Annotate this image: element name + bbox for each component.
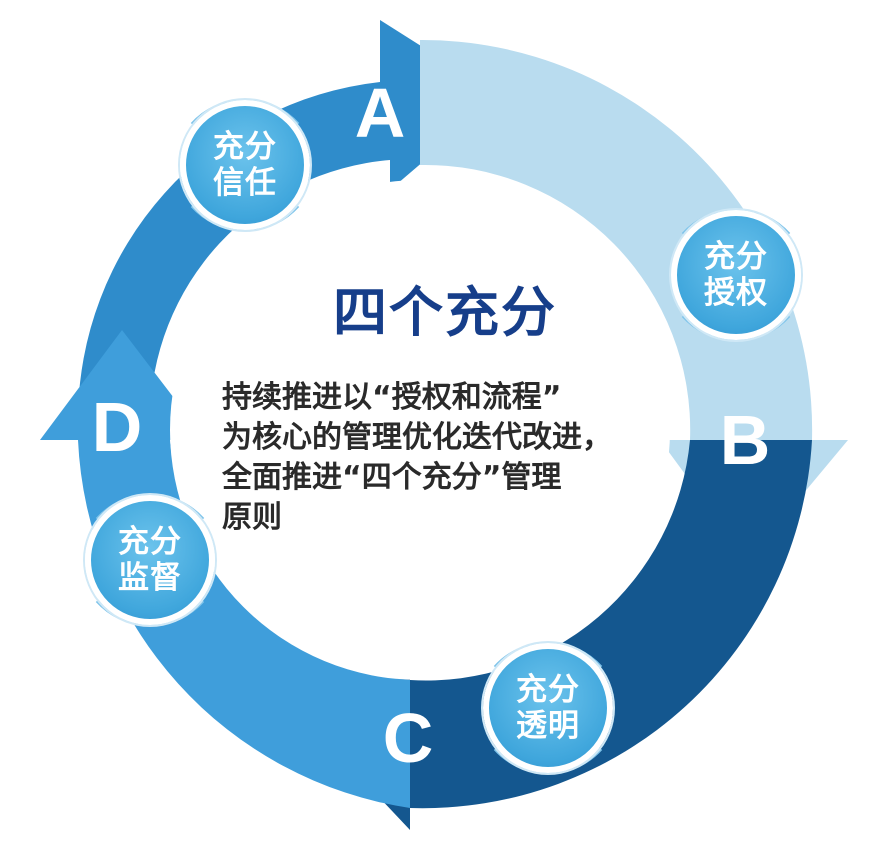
description-line: 原则 [222, 500, 282, 535]
segment-c-arc [308, 440, 812, 830]
badge-line2: 信任 [213, 165, 277, 201]
center-disc [170, 180, 670, 680]
description-line: 持续推进以“授权和流程” [222, 380, 562, 415]
segment-b-arc [420, 39, 848, 560]
badge-full-transparency: 充分 透明 [483, 643, 613, 773]
center-description: 持续推进以“授权和流程” 为核心的管理优化迭代改进， 全面推进“四个充分”管理 … [222, 378, 662, 538]
badge-line2: 授权 [704, 275, 768, 311]
badge-line1: 充分 [704, 239, 768, 275]
stage-letter-a: A [354, 74, 406, 152]
description-line: 全面推进“四个充分”管理 [222, 460, 562, 495]
stage-letter-b: B [719, 401, 771, 479]
stage-letter-d: D [91, 388, 143, 466]
segment-d-arc [40, 330, 410, 808]
stage-letter-c: C [382, 699, 434, 777]
badge-line1: 充分 [118, 524, 182, 560]
badge-full-supervision: 充分 监督 [85, 495, 215, 625]
badge-line1: 充分 [213, 129, 277, 165]
segment-a-arc [77, 20, 500, 420]
badge-line2: 透明 [516, 708, 580, 744]
badge-full-authorization: 充分 授权 [671, 210, 801, 340]
description-line: 为核心的管理优化迭代改进， [222, 420, 612, 455]
badge-line2: 监督 [118, 560, 182, 596]
center-title: 四个充分 [333, 281, 557, 344]
badge-line1: 充分 [516, 672, 580, 708]
badge-full-trust: 充分 信任 [180, 100, 310, 230]
